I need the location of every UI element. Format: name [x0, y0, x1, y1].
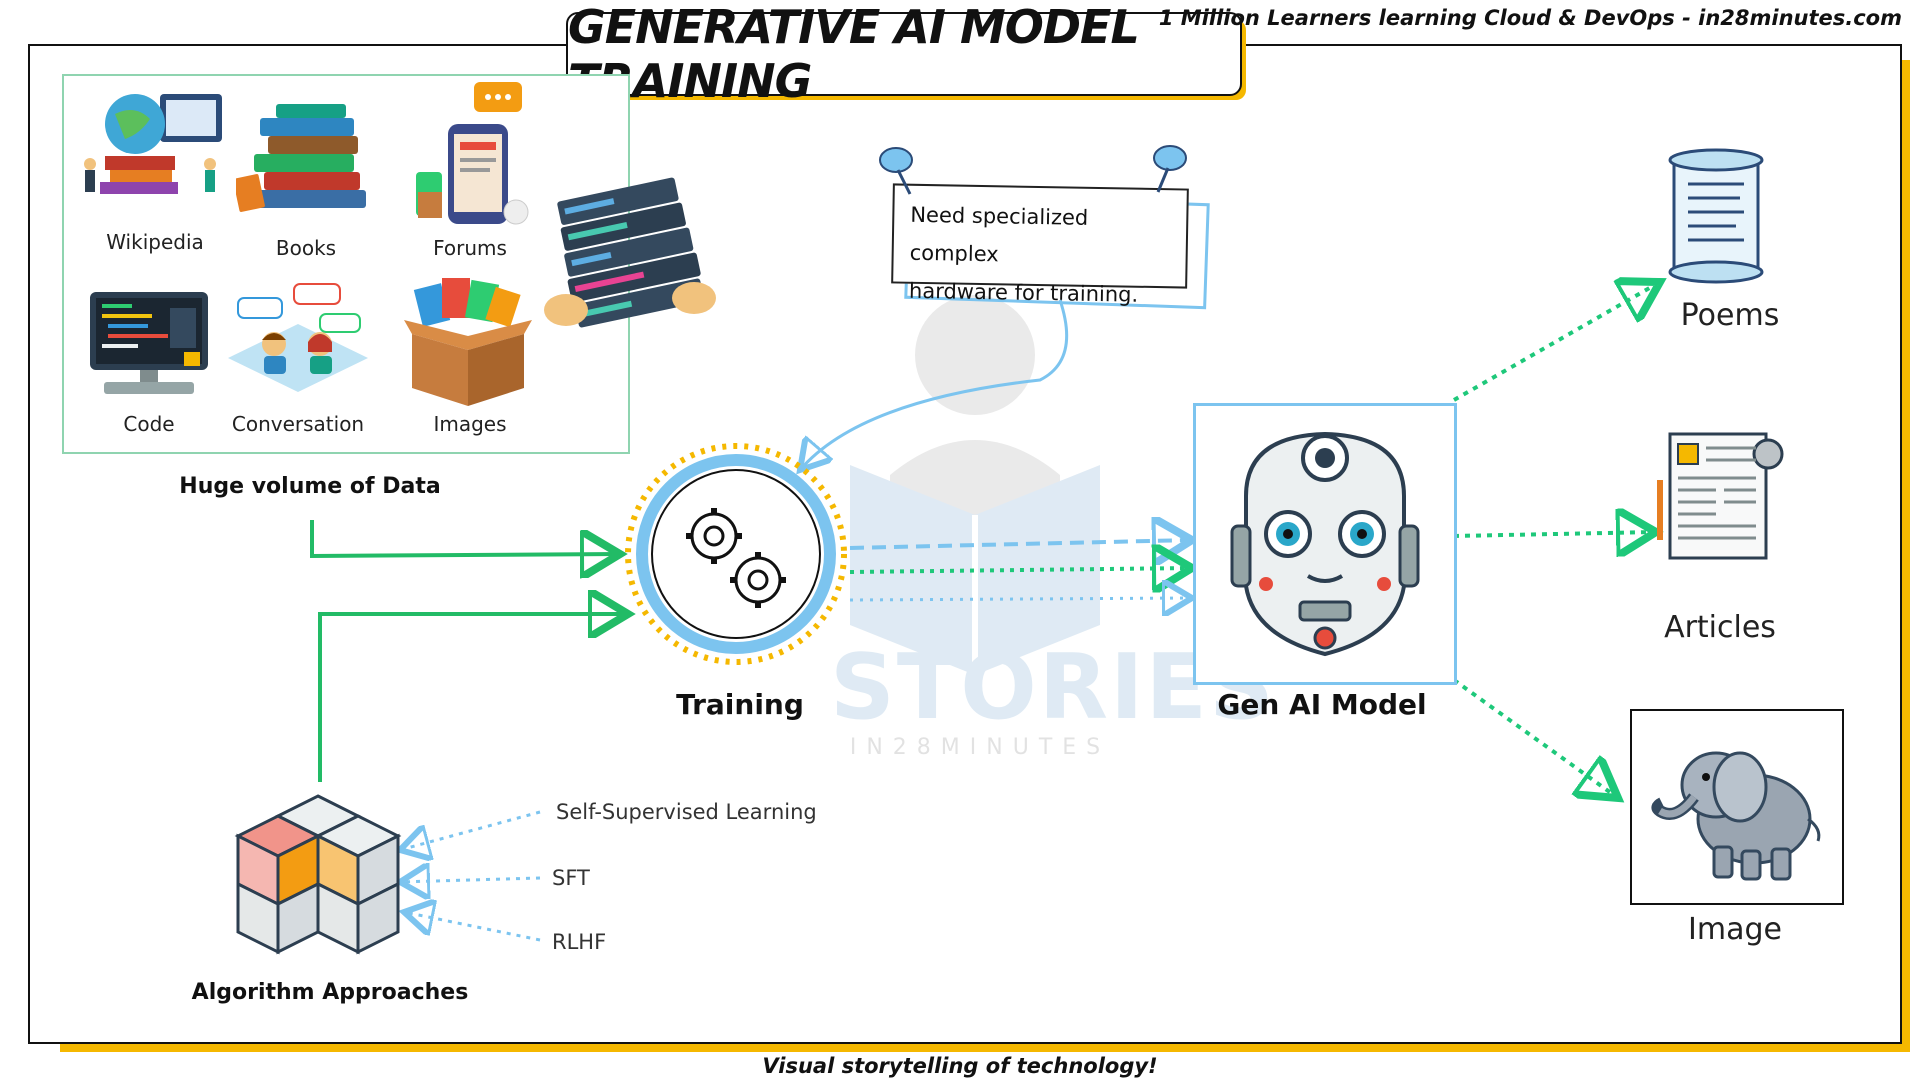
- rlhf-to-algo-arrow: [404, 912, 541, 942]
- gen-ai-model-box: [1193, 403, 1457, 685]
- algo-label-sft: SFT: [552, 866, 590, 890]
- source-label-wikipedia: Wikipedia: [106, 230, 204, 254]
- sft-to-algo-arrow: [400, 878, 541, 882]
- source-label-books: Books: [275, 236, 337, 260]
- training-to-model-arrow-light: [849, 598, 1192, 600]
- image-output-box: [1630, 709, 1844, 905]
- gen-ai-model-label: Gen AI Model: [1217, 688, 1427, 721]
- source-label-forums: Forums: [433, 236, 507, 260]
- algo-label-ssl: Self-Supervised Learning: [556, 800, 817, 824]
- tagline: 1 Million Learners learning Cloud & DevO…: [1158, 6, 1902, 30]
- model-to-poems-arrow: [1453, 282, 1660, 402]
- output-label-image: Image: [1688, 912, 1782, 947]
- model-to-image-arrow: [1452, 678, 1618, 798]
- watermark-subtext: IN28MINUTES: [849, 735, 1111, 760]
- data-caption: Huge volume of Data: [179, 474, 441, 499]
- ssl-to-algo-arrow: [400, 810, 541, 850]
- source-label-code: Code: [123, 412, 175, 436]
- watermark: STORIES IN28MINUTES: [830, 295, 1274, 765]
- training-to-model-arrow-dotted: [849, 568, 1192, 572]
- training-label: Training: [676, 688, 804, 721]
- model-to-articles-arrow: [1453, 532, 1656, 536]
- footer-text: Visual storytelling of technology!: [762, 1054, 1158, 1078]
- gears-icon: [686, 508, 786, 608]
- source-label-conversation: Conversation: [231, 412, 365, 436]
- training-to-model-arrow-dashed: [849, 540, 1192, 548]
- algo-label-rlhf: RLHF: [552, 930, 607, 954]
- output-label-articles: Articles: [1664, 610, 1776, 645]
- source-label-images: Images: [433, 412, 507, 436]
- robot-head-icon: [1230, 431, 1420, 657]
- algorithm-caption: Algorithm Approaches: [191, 980, 469, 1005]
- data-to-training-arrow: [310, 520, 620, 556]
- output-label-poems: Poems: [1680, 298, 1780, 333]
- note-to-training-arrow: [800, 299, 1069, 470]
- elephant-icon: [1651, 751, 1821, 881]
- algo-to-training-arrow: [318, 614, 628, 782]
